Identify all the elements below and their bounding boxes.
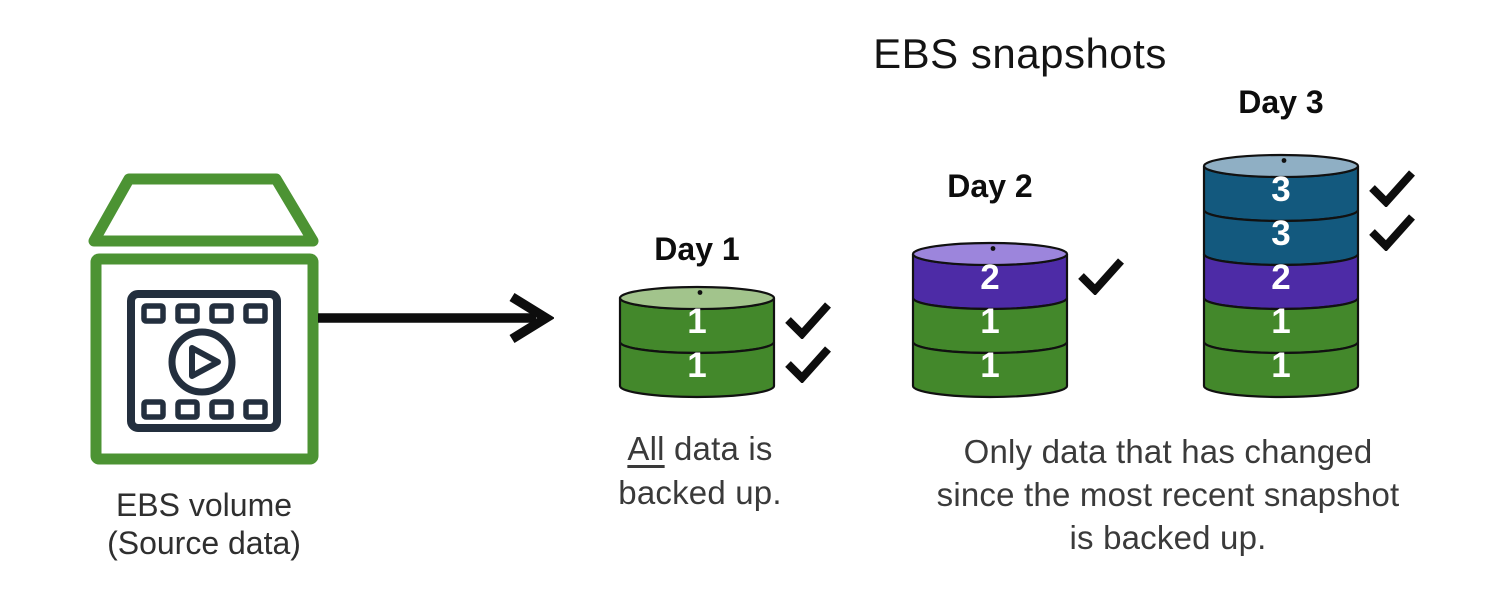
flow-arrow-icon [318,292,554,344]
cylinder-segment [1202,341,1360,399]
play-triangle-icon [189,345,221,379]
cylinder-cap [911,241,1069,267]
cylinder-segment [618,341,776,399]
diagram-title: EBS snapshots [873,30,1167,77]
checkmark-icon [785,301,831,344]
segment-number: 2 [1271,258,1290,297]
film-perforation [175,399,200,420]
cap-dot [1281,158,1287,163]
play-circle-icon [168,328,236,396]
checkmark-icon [785,345,831,388]
caption-full-backup-line1: All data is [550,427,850,471]
film-perforation [175,303,200,324]
volume-lid-shape [88,173,319,247]
caption-underlined-word: All [627,430,665,467]
film-perforation [141,303,166,324]
caption-incremental-backup: Only data that has changed since the mos… [888,430,1448,559]
caption-full-backup: All data is backed up. [550,427,850,515]
cylinder-cap [1202,153,1360,179]
caption-line1-rest: data is [664,430,773,467]
segment-number: 1 [980,346,999,385]
segment-number: 1 [980,302,999,341]
cap-dot [697,290,703,295]
segment-number: 2 [980,258,999,297]
source-label-line1: EBS volume [115,487,293,523]
caption-incremental-line3: is backed up. [1069,519,1267,556]
checkmark-icon [1369,169,1415,212]
arrow-head [509,292,554,344]
segment-number: 1 [687,346,706,385]
film-perforation [209,303,234,324]
day-label: Day 3 [1238,84,1324,120]
caption-full-backup-line2: backed up. [618,474,782,511]
film-perforation [141,399,166,420]
day-label: Day 1 [654,231,740,267]
media-film-icon [127,290,281,432]
segment-number: 3 [1271,170,1290,209]
segment-number: 1 [687,302,706,341]
ebs-volume-icon [88,173,319,465]
cap-dot [990,246,996,251]
segment-number: 1 [1271,302,1290,341]
segment-number: 3 [1271,214,1290,253]
film-perforation [243,399,268,420]
source-label: EBS volume (Source data) [54,486,354,562]
snapshot-cylinder: 2 1 1 [908,239,1072,406]
day-label: Day 2 [947,168,1033,204]
checkmark-icon [1369,213,1415,256]
film-perforation [243,303,268,324]
caption-incremental-line1: Only data that has changed [963,433,1373,470]
caption-incremental-line2: since the most recent snapshot [936,476,1400,513]
cylinder-cap [618,285,776,311]
snapshot-cylinder: 3 3 2 1 1 [1199,151,1363,406]
film-perforation [209,399,234,420]
source-label-line2: (Source data) [107,525,301,561]
segment-number: 1 [1271,346,1290,385]
cylinder-segment [911,341,1069,399]
checkmark-icon [1078,257,1124,300]
